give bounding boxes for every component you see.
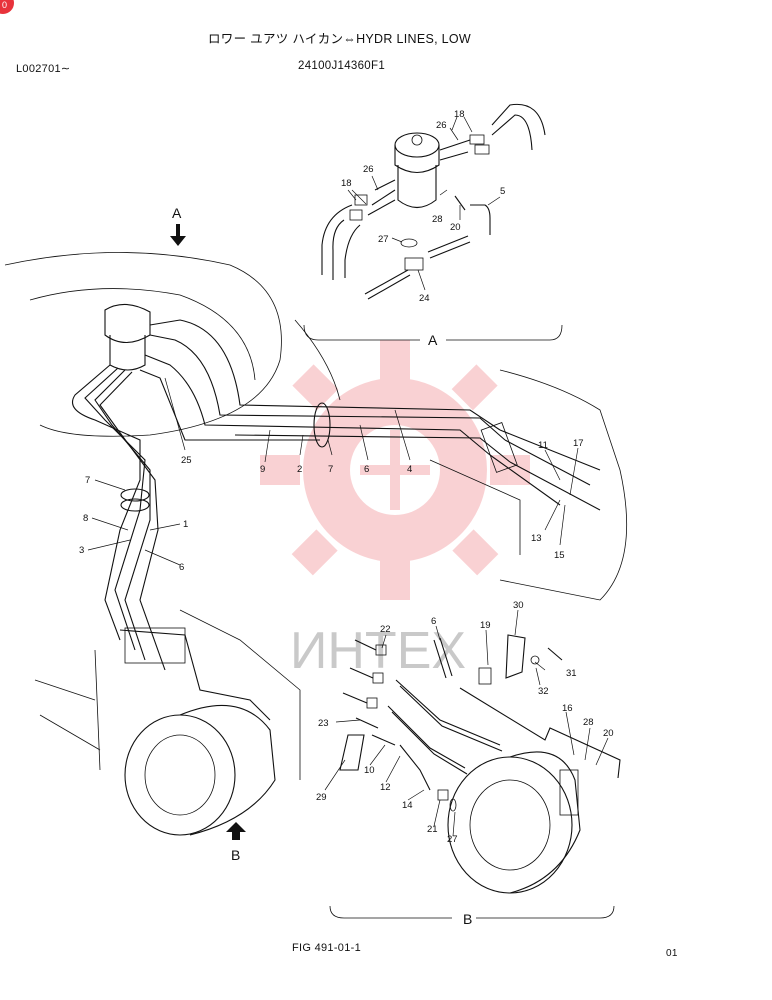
callout-a-18: 18 <box>454 109 465 120</box>
watermark-text: ИНТЕХ <box>290 622 466 680</box>
view-a-arrow <box>170 224 186 246</box>
callout-b-23: 23 <box>318 718 329 729</box>
detail-view-b <box>329 634 621 919</box>
corner-badge-text: 0 <box>2 0 8 10</box>
callout-b-22: 22 <box>380 624 391 635</box>
callout-a-20: 20 <box>450 222 461 233</box>
leader-lines <box>87 116 609 837</box>
callout-a-24: 24 <box>419 293 430 304</box>
callout-b-27: 27 <box>447 834 458 845</box>
page-number: 01 <box>666 948 678 959</box>
figure-number: FIG 491-01-1 <box>292 942 362 954</box>
callout-b-20: 20 <box>603 728 614 739</box>
callout-a-18-left: 18 <box>341 178 352 189</box>
callout-b-32: 32 <box>538 686 549 697</box>
callout-left-7: 7 <box>85 475 90 486</box>
callout-left-3: 3 <box>79 545 84 556</box>
callout-17: 17 <box>573 438 584 449</box>
callout-2: 2 <box>297 464 302 475</box>
part-number: 24100J14360F1 <box>298 60 386 72</box>
callout-6: 6 <box>364 464 369 475</box>
callout-4: 4 <box>407 464 412 475</box>
callout-left-1: 1 <box>183 519 188 530</box>
callout-left-6: 6 <box>179 562 184 573</box>
view-b-arrow-label: B <box>231 847 240 863</box>
callout-b-12: 12 <box>380 782 391 793</box>
view-a-arrow-label: A <box>172 205 182 221</box>
callout-a-5: 5 <box>500 186 505 197</box>
watermark-logo <box>260 340 530 600</box>
callout-a-26: 26 <box>436 120 447 131</box>
callout-13: 13 <box>531 533 542 544</box>
callout-b-28: 28 <box>583 717 594 728</box>
view-b-arrow <box>226 822 246 840</box>
main-view <box>4 252 628 836</box>
callout-b-10: 10 <box>364 765 375 776</box>
callout-b-14: 14 <box>402 800 413 811</box>
callout-b-21: 21 <box>427 824 438 835</box>
detail-view-a <box>303 103 563 341</box>
callout-9: 9 <box>260 464 265 475</box>
callout-a-28: 28 <box>432 214 443 225</box>
callout-b-19: 19 <box>480 620 491 631</box>
callout-11: 11 <box>538 440 548 451</box>
detail-a-label: A <box>428 332 438 348</box>
callout-b-30: 30 <box>513 600 524 611</box>
callout-left-8: 8 <box>83 513 88 524</box>
callout-7: 7 <box>328 464 333 475</box>
diagram-title: ロワー ユアツ ハイカン⇔HYDR LINES, LOW <box>208 32 472 46</box>
callout-15: 15 <box>554 550 565 561</box>
detail-b-label: B <box>463 911 472 927</box>
serial-range: L002701∼ <box>16 63 71 75</box>
callout-a-26-left: 26 <box>363 164 374 175</box>
callout-b-29: 29 <box>316 792 327 803</box>
callout-a-27: 27 <box>378 234 389 245</box>
callout-b-6: 6 <box>431 616 436 627</box>
callouts: 18 18 26 26 28 20 5 27 24 25 9 2 7 6 4 1… <box>79 109 614 845</box>
callout-b-31: 31 <box>566 668 577 679</box>
callout-b-16: 16 <box>562 703 573 714</box>
corner-badge: 0 <box>0 0 14 14</box>
callout-25: 25 <box>181 455 192 466</box>
